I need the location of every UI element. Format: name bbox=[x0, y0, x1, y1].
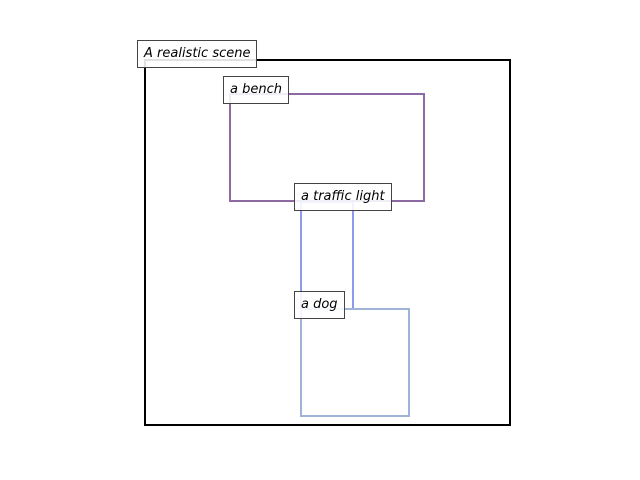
dog-label: a dog bbox=[294, 291, 345, 319]
traffic-light-label: a traffic light bbox=[294, 183, 392, 211]
bench-label: a bench bbox=[223, 76, 289, 104]
dog-box bbox=[300, 308, 410, 417]
scene-frame bbox=[144, 59, 511, 426]
scene-label: A realistic scene bbox=[137, 40, 258, 68]
